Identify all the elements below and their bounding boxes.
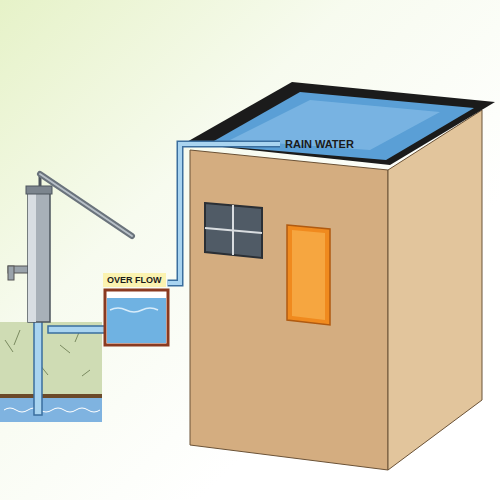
ground-water (0, 398, 102, 422)
well-pipe (34, 315, 42, 415)
rain-pipe (168, 144, 281, 283)
house-front (190, 150, 388, 470)
house-side (388, 110, 482, 470)
door (287, 225, 330, 325)
node-label: RAIN WATER (285, 138, 354, 150)
roof-water-node: RAIN WATER (282, 137, 357, 151)
node-label: OVER FLOW (107, 275, 162, 285)
recharge-tank (105, 290, 168, 345)
tank-node: OVER FLOW (103, 273, 166, 287)
grass-marks (5, 330, 90, 376)
recharge-pipe (48, 326, 108, 333)
soil-line (0, 394, 102, 398)
window (205, 203, 262, 258)
roof-water (207, 92, 474, 160)
roof-rim (185, 82, 495, 165)
water-ripples (4, 408, 100, 412)
door-panel (292, 230, 325, 320)
